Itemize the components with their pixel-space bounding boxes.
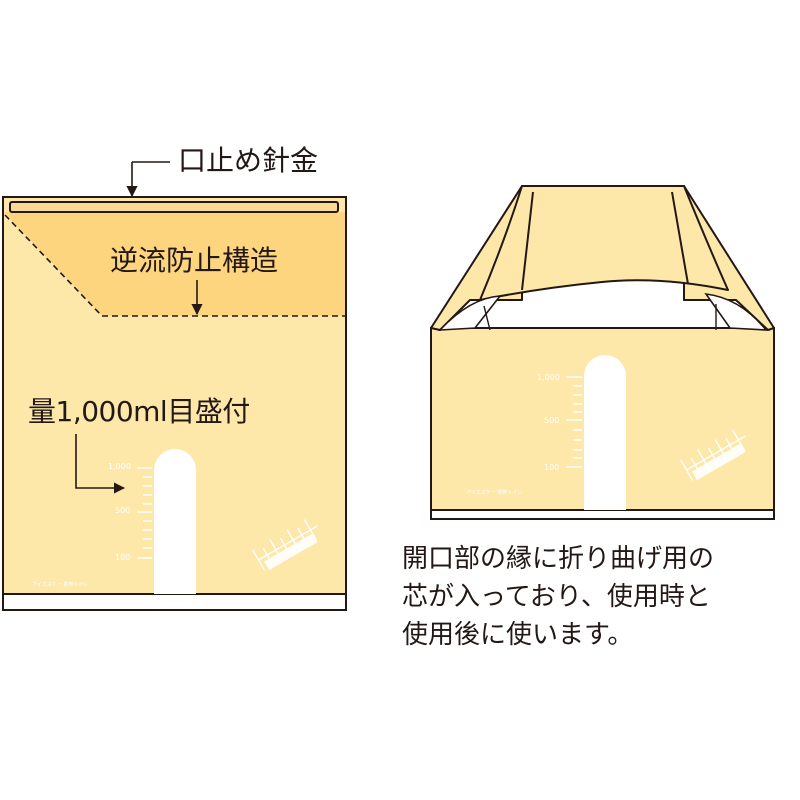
opened-bag-bottom-band bbox=[430, 509, 775, 520]
rim-lip bbox=[438, 295, 502, 331]
opened-bag: 1,000 500 100 アイエスケー 携帯トイレ bbox=[430, 185, 775, 520]
label-closure-wire: 口止め針金 bbox=[178, 144, 319, 177]
valve-dashed-diagonal bbox=[4, 214, 103, 317]
scale-tick-label: 1,000 bbox=[108, 462, 131, 471]
flat-bag: 1,000 500 100 アイエスケー 携帯トイレ bbox=[2, 161, 347, 611]
rotated-gauge-graphic bbox=[679, 429, 746, 481]
scale-tick-label: 100 bbox=[115, 553, 130, 562]
rotated-gauge-graphic bbox=[251, 519, 318, 571]
scale-leader-arrow bbox=[75, 434, 126, 494]
closure-wire-strip bbox=[9, 201, 339, 213]
description-text: 開口部の縁に折り曲げ用の 芯が入っており、使用時と 使用後に使います。 bbox=[402, 540, 794, 654]
scale-tick-label: 1,000 bbox=[537, 373, 560, 382]
opened-scale-ticks bbox=[566, 376, 582, 468]
brand-mark: アイエスケー 携帯トイレ bbox=[32, 581, 88, 588]
label-backflow-valve: 逆流防止構造 bbox=[110, 244, 279, 277]
description-line: 開口部の縁に折り曲げ用の bbox=[402, 544, 715, 574]
scale-tick-label: 100 bbox=[544, 463, 559, 472]
description-line: 芯が入っており、使用時と bbox=[402, 582, 711, 612]
scale-tick-label: 500 bbox=[115, 506, 130, 515]
measuring-window bbox=[154, 449, 196, 594]
scale-tick-label: 500 bbox=[544, 416, 559, 425]
label-measuring-scale: 量1,000ml目盛付 bbox=[28, 395, 250, 428]
brand-mark: アイエスケー 携帯トイレ bbox=[466, 489, 522, 496]
opened-measuring-window bbox=[584, 355, 626, 510]
description-line: 使用後に使います。 bbox=[402, 620, 634, 650]
backflow-valve-zone bbox=[4, 212, 345, 316]
folded-rim-panel bbox=[479, 185, 729, 301]
scale-ticks bbox=[137, 467, 152, 559]
bag-bottom-band bbox=[2, 593, 347, 611]
rim-lip bbox=[704, 292, 768, 331]
